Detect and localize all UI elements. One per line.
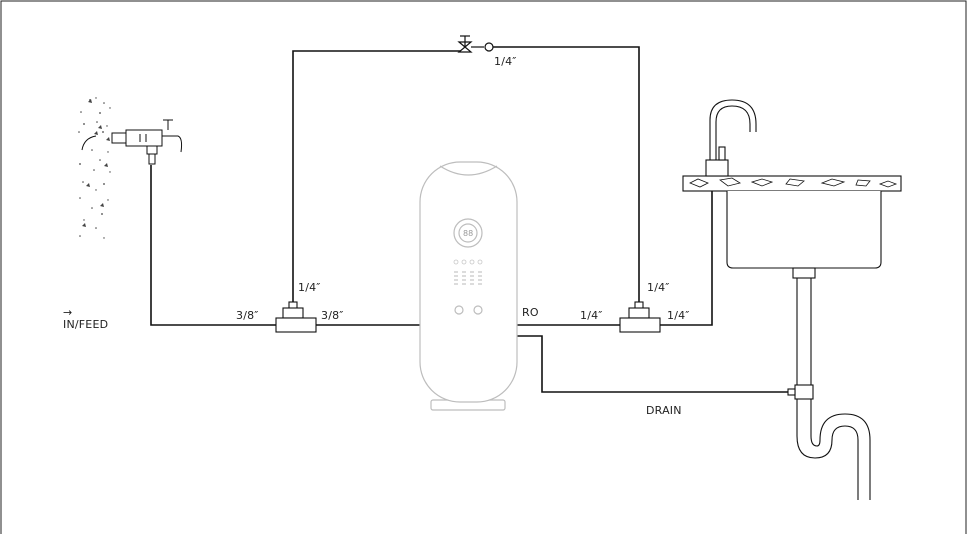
sink-icon <box>682 175 902 279</box>
check-valve-icon <box>484 42 494 52</box>
pipe-lines <box>150 46 790 393</box>
drain-saddle-icon <box>787 384 814 400</box>
feed-valve-icon <box>81 119 183 165</box>
feed-tee-fitting-icon <box>270 301 317 333</box>
ro-tee-left-size: 1/4″ <box>580 309 603 322</box>
ball-valve-icon <box>457 35 484 53</box>
in-feed-label: IN/FEED <box>63 318 109 331</box>
ro-tee-up-size: 1/4″ <box>647 281 670 294</box>
water-splash-icon <box>78 97 111 239</box>
ro-tee-right-size: 1/4″ <box>667 309 690 322</box>
ro-unit-icon: 88 <box>419 161 518 411</box>
ro-tee-fitting-icon <box>619 301 661 333</box>
drain-label: DRAIN <box>646 404 682 417</box>
feed-tee-right-size: 3/8″ <box>321 309 344 322</box>
svg-text:88: 88 <box>463 229 473 238</box>
feed-tee-up-size: 1/4″ <box>298 281 321 294</box>
faucet-icon <box>705 99 757 177</box>
top-line-size: 1/4″ <box>494 55 517 68</box>
ro-label: RO <box>522 306 539 319</box>
feed-tee-left-size: 3/8″ <box>236 309 259 322</box>
p-trap-icon <box>796 278 871 500</box>
in-arrow-icon: → <box>63 306 73 319</box>
